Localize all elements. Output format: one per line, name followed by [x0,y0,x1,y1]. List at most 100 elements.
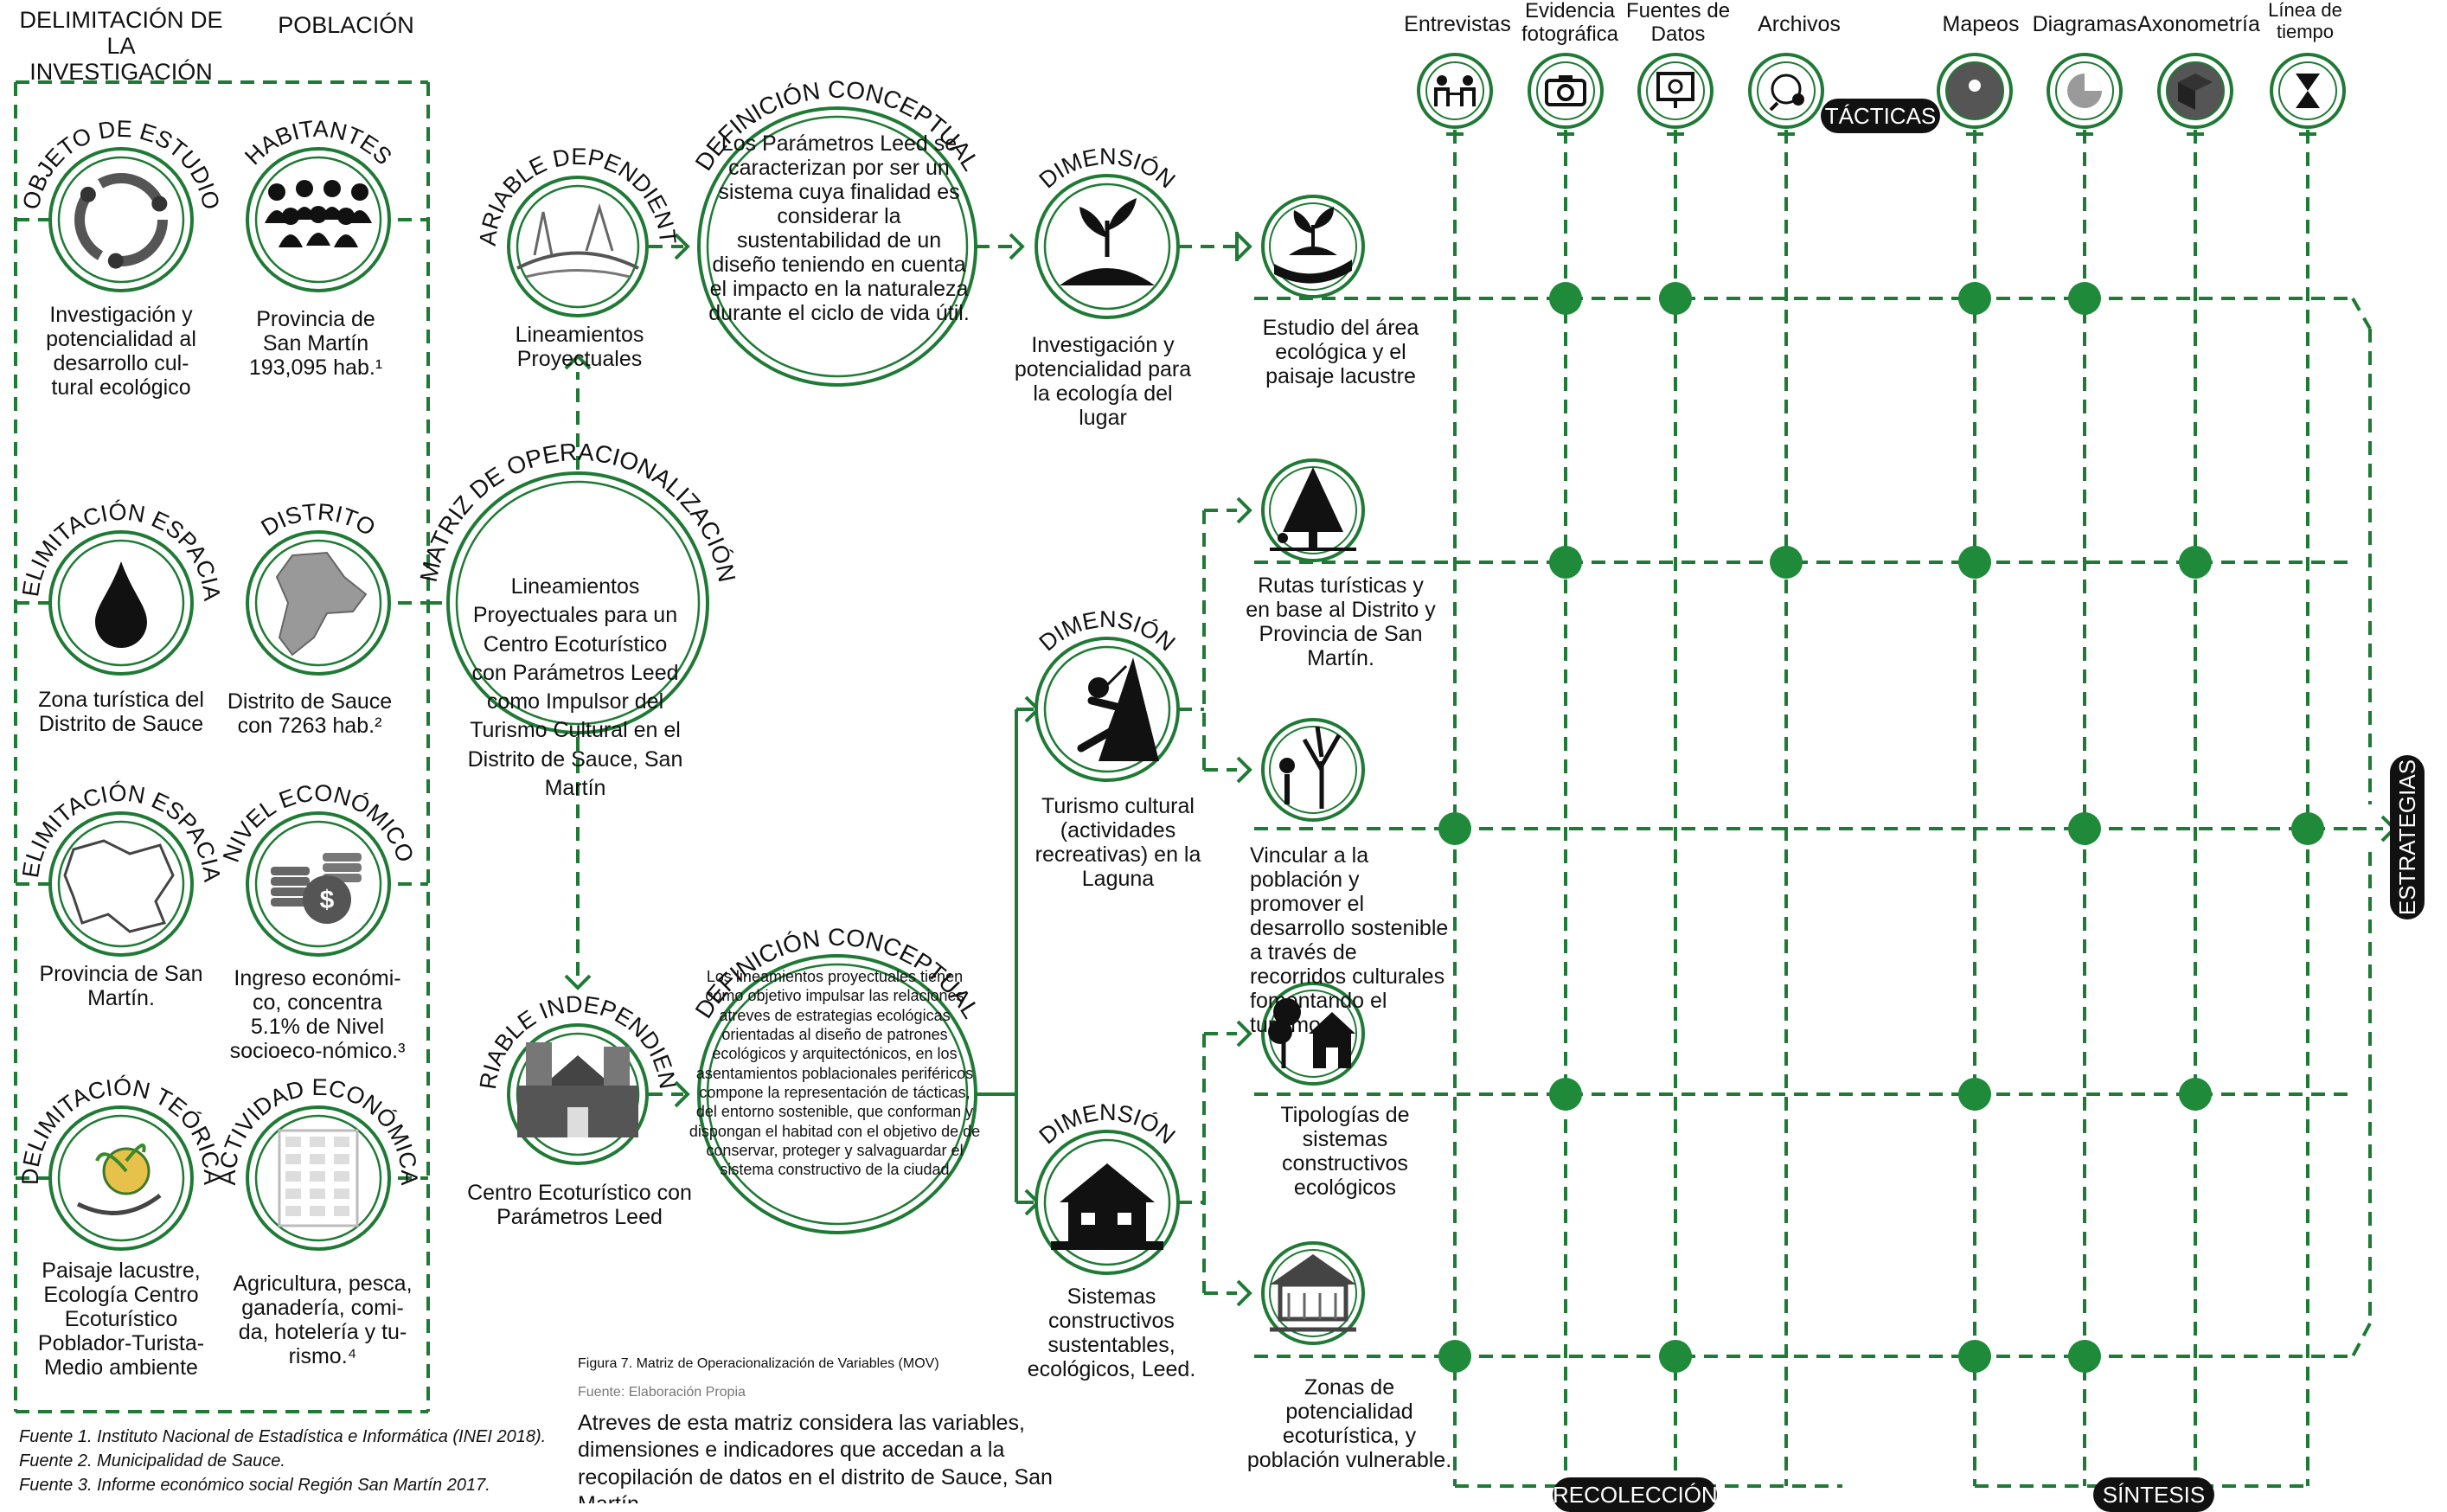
tactic-label-1: Entrevistas [1404,12,1511,36]
arrow-def1 [674,233,690,260]
hand-seedling-icon [1274,207,1352,284]
header-delimitacion: DELIMITACIÓN DE LA INVESTIGACIÓN [19,7,223,86]
caption-delim-espacial-2: Provincia de San Martín. [39,962,203,1010]
caption-distrito: Distrito de Sauce con 7263 hab.² [227,689,393,738]
def-1-text: Los Parámetros Leed se caracterizan por … [708,131,970,325]
footnote-2: Fuente 2. Municipalidad de Sauce. [19,1451,285,1470]
def-1-node [697,106,977,387]
dimension-3-caption: Sistemas constructivos sustentables, eco… [1027,1285,1196,1381]
header-poblacion: POBLACIÓN [278,12,414,38]
indicator-1-caption: Estudio del área ecológica y el paisaje … [1262,316,1419,388]
arc-delim_espacial_1: DELIMITACIÓN ESPACIAL [0,0,225,602]
def-2-node [697,954,977,1234]
arrow-down-var-indep [564,974,592,990]
indicator-3-caption: Vincular a la población y promover el de… [1250,843,1449,1037]
matrix-dot [1770,546,1803,579]
pie-icon [2067,74,2102,108]
arrow-ind5 [1236,1279,1252,1307]
cube-icon [2178,74,2213,110]
strategy-bracket-bottom [2351,1323,2372,1357]
tree-icon [1270,467,1356,551]
matrix-dot [2068,282,2101,315]
matrix-dot [1958,282,1991,315]
district-map-icon [275,551,368,657]
tactic-node-1 [1417,53,1493,129]
hourglass-icon [2296,74,2320,108]
tactic-node-8 [2270,53,2346,129]
house-icon [1051,1163,1163,1250]
arrow-def2 [674,1080,690,1108]
caption-nivel-economico: Ingreso económi-co, concentra 5.1% de Ni… [229,966,406,1063]
house-trees-icon [1268,998,1355,1068]
houses-icon [517,1042,638,1137]
building-icon [278,1129,359,1227]
matriz-node [446,471,709,734]
caption-delim-espacial-1: Zona turística del Distrito de Sauce [38,688,204,736]
arrow-dim1 [1009,233,1025,260]
indicator-node-3 [1261,718,1365,822]
left-node-delim_espacial_2 [48,811,194,957]
footnote-1: Fuente 1. Instituto Nacional de Estadíst… [19,1427,547,1446]
matrix-dot [1958,1078,1991,1111]
tactic-label-7: Axonometría [2137,12,2260,36]
monitor-icon [1656,72,1694,108]
tactic-label-6: Diagramas [2032,12,2137,36]
indicator-2-caption: Rutas turísticas y en base al Distrito y… [1246,573,1436,670]
caption-delim-teorica: Paisaje lacustre, Ecología Centro Ecotur… [37,1259,205,1380]
indicator-5-caption: Zonas de potencialidad ecoturística, y p… [1246,1375,1452,1472]
matrix-dot [1549,282,1582,315]
arrow-ind3 [1236,756,1252,784]
var-dep-node [507,176,649,317]
tactic-label-5: Mapeos [1942,12,2020,36]
tag-sintesis: SÍNTESIS [2093,1477,2214,1512]
tactic-label-8: Línea de tiempo [2268,0,2342,42]
arrow-up-var-dep [564,354,592,370]
tactic-node-4 [1748,53,1824,129]
hut-icon [1270,1254,1356,1332]
landscape-icon [516,202,639,279]
matrix-dot [1659,282,1692,315]
coins-icon: $ [271,853,362,924]
tactic-label-4: Archivos [1758,12,1841,36]
camera-icon [1545,75,1586,106]
matrix-dot [1549,1078,1582,1111]
interview-icon [1434,75,1476,106]
figure-source: Fuente: Elaboración Propia [578,1385,746,1400]
archive-icon [1769,74,1804,112]
def-2-text: Los lineamientos proyectuales tienen com… [689,968,981,1179]
tactic-node-2 [1528,53,1604,129]
caption-actividad: Agricultura, pesca, ganadería, comi-da, … [233,1272,413,1368]
caption-objeto: Investigación y potencialidad al desarro… [46,303,196,400]
tactic-label-2: Evidencia fotográfica [1521,0,1619,46]
matrix-dot [1659,1340,1692,1373]
footnote-3: Fuente 3. Informe económico social Regió… [19,1476,490,1495]
arrow-ind4 [1236,1020,1252,1048]
people-icon [265,180,372,247]
matrix-dot [2179,546,2212,579]
map-pin-icon [1961,72,1989,110]
matrix-dot [2068,812,2101,845]
arrow-ind2 [1236,497,1252,524]
matrix-dot [1438,812,1471,845]
caption-habitantes: Provincia de San Martín 193,095 hab.¹ [248,307,383,380]
climber-icon [1077,657,1159,761]
matrix-dot [2291,812,2324,845]
drop-icon [95,561,147,648]
caption-var-dep: Lineamientos Proyectuales [515,323,644,371]
caption-var-indep: Centro Ecoturístico con Parámetros Leed [467,1181,692,1229]
matrix-dot [1958,1340,1991,1373]
tag-tacticas: TÁCTICAS [1821,99,1940,133]
tactic-node-3 [1637,53,1714,129]
earth-plant-icon [1060,198,1155,285]
figure-note: Atreves de esta matriz considera las var… [578,1411,1053,1503]
dimension-1-caption: Investigación y potencialidad para la ec… [1014,333,1192,430]
left-node-objeto [48,147,194,292]
recycle-icon [74,173,168,269]
tag-recoleccion: RECOLECCIÓN [1553,1477,1718,1512]
dimension-2-caption: Turismo cultural (actividades recreativa… [1035,794,1201,891]
tactic-label-3: Fuentes de Datos [1625,0,1731,46]
tag-estrategias: ESTRATEGIAS [2390,755,2425,919]
matrix-dot [2068,1340,2101,1373]
strategy-bracket-top [2351,298,2372,330]
